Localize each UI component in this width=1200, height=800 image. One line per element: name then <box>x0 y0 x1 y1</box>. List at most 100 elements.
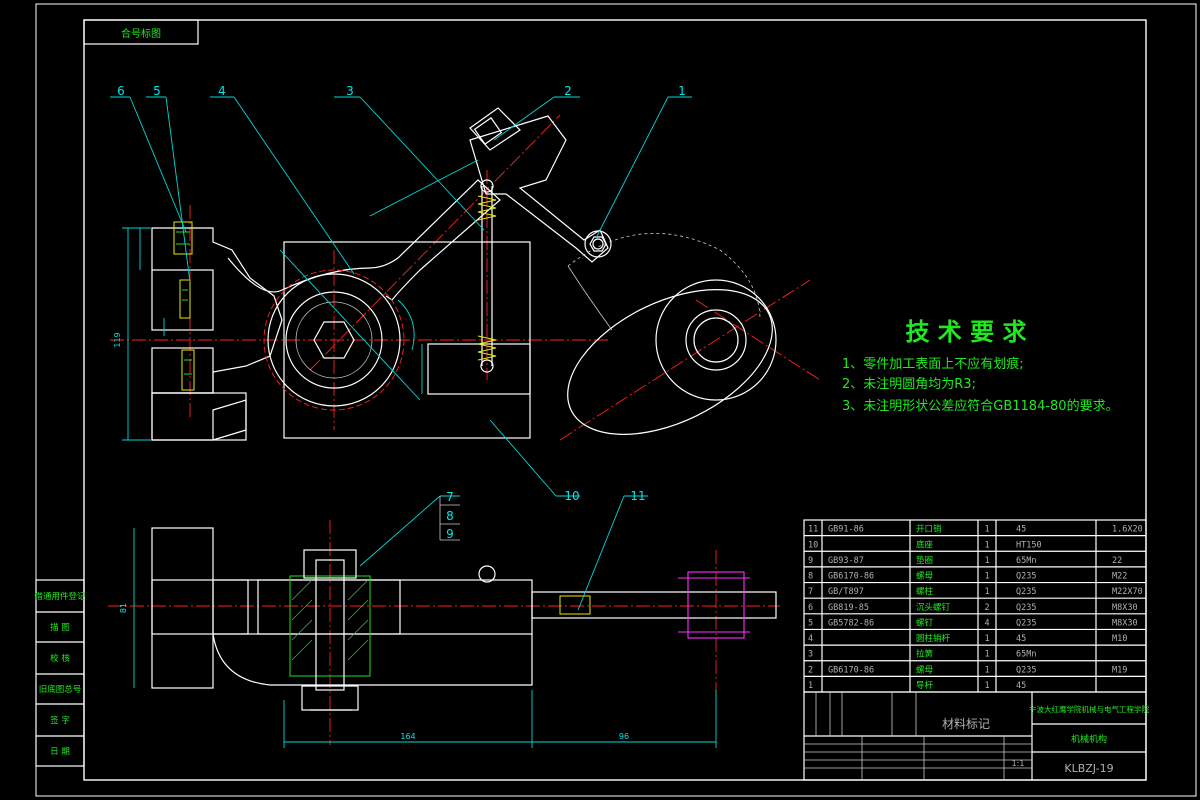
parts-cell-note: M22 <box>1112 572 1127 582</box>
front-view: 119 <box>110 107 821 441</box>
parts-cell-name: 垫圈 <box>916 555 933 566</box>
base-block <box>283 241 531 439</box>
dim-len-left: 164 <box>400 732 415 741</box>
parts-cell-no: 7 <box>808 587 813 597</box>
parts-cell-mat: 45 <box>1016 681 1026 691</box>
parts-cell-note: 22 <box>1112 556 1122 566</box>
parts-cell-name: 圆柱销杆 <box>916 633 951 644</box>
material-mark: 材料标记 <box>942 717 990 731</box>
balloon-2: 2 <box>564 84 572 98</box>
parts-cell-name: 螺母 <box>916 571 933 582</box>
top-view: 81 164 96 <box>108 520 780 748</box>
parts-cell-name: 拉簧 <box>916 649 934 660</box>
drawing-name: 机械机构 <box>1071 733 1107 745</box>
parts-cell-name: 螺钉 <box>916 617 934 628</box>
dim-overall-height: 119 <box>113 332 122 347</box>
parts-cell-name: 导杆 <box>916 680 934 691</box>
school-name: 宁波大红鹰学院机械与电气工程学院 <box>1029 704 1149 714</box>
cam-oval <box>567 289 773 435</box>
balloon-4: 4 <box>218 84 226 98</box>
parts-cell-mat: Q235 <box>1016 618 1036 628</box>
parts-cell-name: 底座 <box>916 539 934 550</box>
parts-cell-std: GB93-87 <box>828 556 864 566</box>
parts-cell-qty: 1 <box>984 572 989 582</box>
parts-cell-mat: Q235 <box>1016 572 1036 582</box>
tech-req-item-1: 1、零件加工表面上不应有划痕; <box>842 356 1024 372</box>
left-margin-table: 借通用件登记 描 图 校 核 旧底图总号 签 字 日 期 <box>34 579 86 767</box>
parts-cell-qty: 1 <box>984 587 989 597</box>
parts-cell-qty: 2 <box>984 603 989 613</box>
parts-cell-no: 2 <box>808 665 813 675</box>
parts-cell-note: 1.6X20 <box>1112 525 1143 535</box>
balloon-8: 8 <box>446 509 454 523</box>
parts-cell-no: 4 <box>808 634 813 644</box>
parts-cell-mat: 65Mn <box>1016 556 1036 566</box>
parts-cell-name: 沉头螺钉 <box>916 602 951 613</box>
parts-cell-std: GB6170-86 <box>828 572 874 582</box>
parts-cell-qty: 1 <box>984 556 989 566</box>
parts-cell-qty: 1 <box>984 540 989 550</box>
parts-cell-qty: 1 <box>984 650 989 660</box>
margin-cell-1: 描 图 <box>50 622 70 633</box>
top-stamp: 合号标图 <box>83 19 199 45</box>
parts-cell-mat: 45 <box>1016 634 1026 644</box>
margin-cell-0: 借通用件登记 <box>34 591 86 602</box>
tech-req-title: 技 术 要 求 <box>905 318 1026 346</box>
balloon-6: 6 <box>117 84 125 98</box>
scale: 1:1 <box>1012 759 1025 768</box>
parts-cell-note: M10 <box>1112 634 1127 644</box>
parts-cell-note: M22X70 <box>1112 587 1143 597</box>
parts-cell-no: 6 <box>808 603 813 613</box>
parts-cell-no: 3 <box>808 650 813 660</box>
parts-cell-no: 9 <box>808 556 813 566</box>
parts-cell-mat: 45 <box>1016 525 1026 535</box>
parts-cell-mat: 65Mn <box>1016 650 1036 660</box>
margin-cell-3: 旧底图总号 <box>39 684 82 695</box>
dim-len-right: 96 <box>619 732 629 741</box>
outer-frame <box>35 3 1197 797</box>
parts-cell-no: 8 <box>808 572 813 582</box>
parts-cell-qty: 1 <box>984 634 989 644</box>
parts-cell-mat: Q235 <box>1016 603 1036 613</box>
balloon-1: 1 <box>678 84 686 98</box>
left-clamp <box>151 227 283 441</box>
parts-cell-no: 10 <box>808 540 818 550</box>
parts-cell-note: M8X30 <box>1112 618 1138 628</box>
balloon-5: 5 <box>153 84 161 98</box>
balloon-7: 7 <box>446 490 454 504</box>
parts-cell-no: 5 <box>808 618 813 628</box>
balloon-11: 11 <box>630 489 645 503</box>
margin-cell-4: 签 字 <box>50 715 70 726</box>
parts-cell-mat: Q235 <box>1016 587 1036 597</box>
top-stamp-label: 合号标图 <box>121 27 161 40</box>
parts-cell-mat: HT150 <box>1016 540 1042 550</box>
parts-cell-std: GB6170-86 <box>828 665 874 675</box>
parts-cell-qty: 1 <box>984 525 989 535</box>
parts-cell-std: GB5782-86 <box>828 618 874 628</box>
balloon-3: 3 <box>346 84 354 98</box>
parts-cell-name: 开口销 <box>916 524 942 535</box>
parts-cell-std: GB/T897 <box>828 587 864 597</box>
dim-lower-height: 81 <box>119 603 128 613</box>
margin-cell-5: 日 期 <box>50 747 70 757</box>
parts-cell-no: 1 <box>808 681 813 691</box>
balloon-9: 9 <box>446 527 454 541</box>
parts-cell-qty: 1 <box>984 665 989 675</box>
parts-cell-std: GB91-86 <box>828 525 864 535</box>
parts-cell-name: 螺柱 <box>916 586 934 597</box>
parts-cell-qty: 1 <box>984 681 989 691</box>
balloons: 6 5 4 3 2 1 10 7 8 9 11 <box>110 84 692 611</box>
parts-cell-name: 螺母 <box>916 664 933 675</box>
balloon-10: 10 <box>564 489 579 503</box>
parts-cell-note: M8X30 <box>1112 603 1138 613</box>
parts-cell-mat: Q235 <box>1016 665 1036 675</box>
title-block: 材料标记 宁波大红鹰学院机械与电气工程学院 机械机构 KLBZJ-19 1:1 <box>803 691 1149 781</box>
parts-cell-std: GB819-85 <box>828 603 869 613</box>
parts-cell-note: M19 <box>1112 665 1127 675</box>
drawing-number: KLBZJ-19 <box>1064 762 1113 775</box>
tech-requirements: 技 术 要 求 1、零件加工表面上不应有划痕; 2、未注明圆角均为R3; 3、未… <box>842 318 1119 414</box>
margin-cell-2: 校 核 <box>50 653 70 664</box>
inner-frame <box>83 19 1147 781</box>
